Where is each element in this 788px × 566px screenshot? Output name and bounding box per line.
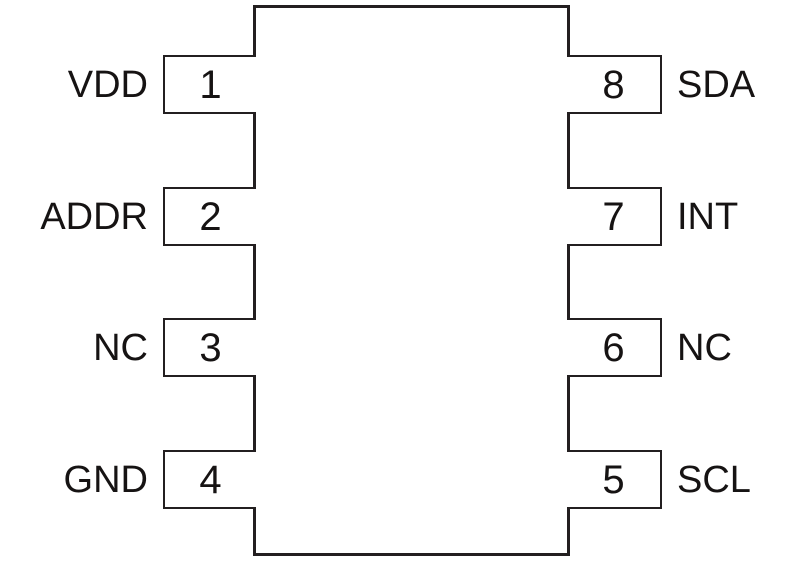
pin-box-7: 7 bbox=[567, 187, 662, 246]
pin-label-sda: SDA bbox=[677, 63, 756, 106]
pin-number-6: 6 bbox=[602, 325, 625, 370]
pin-label-gnd: GND bbox=[63, 458, 148, 501]
pin-box-2: 2 bbox=[163, 187, 256, 246]
pin-label-addr: ADDR bbox=[40, 195, 148, 238]
pin-number-5: 5 bbox=[602, 457, 625, 502]
pin-label-nc-right: NC bbox=[677, 326, 732, 369]
pin-number-7: 7 bbox=[602, 194, 625, 239]
pin-number-1: 1 bbox=[199, 62, 222, 107]
pin-number-3: 3 bbox=[199, 325, 222, 370]
pin-label-nc-left: NC bbox=[93, 326, 148, 369]
pin-box-5: 5 bbox=[567, 450, 662, 509]
pin-box-6: 6 bbox=[567, 318, 662, 377]
chip-body bbox=[253, 5, 570, 556]
pin-number-4: 4 bbox=[199, 457, 222, 502]
pin-box-3: 3 bbox=[163, 318, 256, 377]
pin-box-4: 4 bbox=[163, 450, 256, 509]
pin-box-1: 1 bbox=[163, 55, 256, 114]
pin-label-scl: SCL bbox=[677, 458, 751, 501]
pin-box-8: 8 bbox=[567, 55, 662, 114]
pin-label-int: INT bbox=[677, 195, 739, 238]
pin-number-8: 8 bbox=[602, 62, 625, 107]
pin-number-2: 2 bbox=[199, 194, 222, 239]
pin-label-vdd: VDD bbox=[67, 63, 148, 106]
